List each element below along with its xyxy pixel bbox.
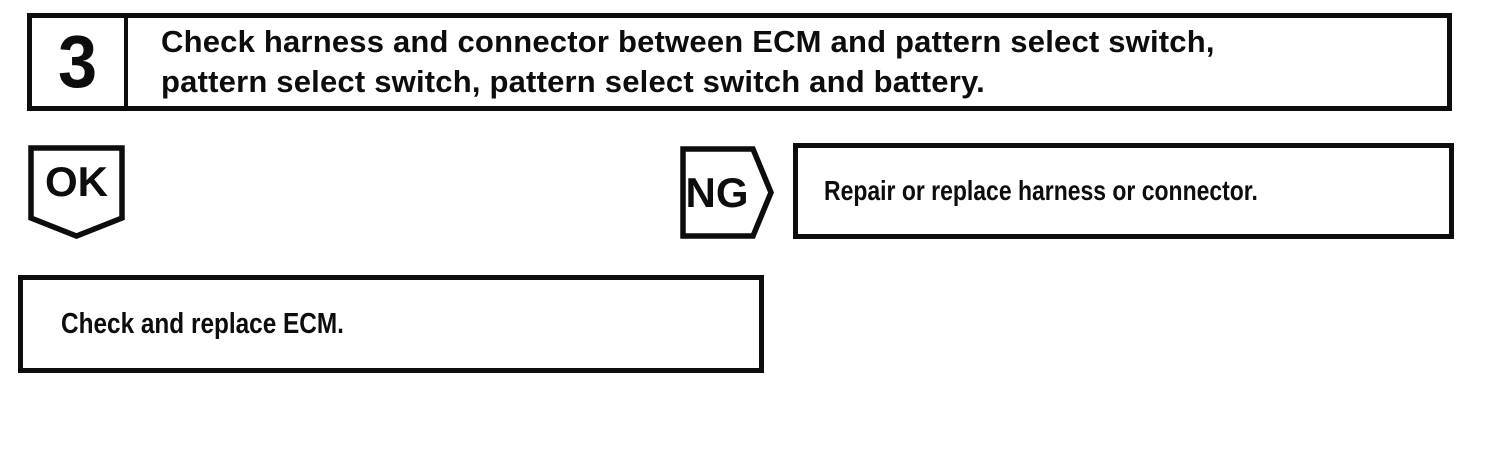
ng-label: NG <box>685 168 749 216</box>
ok-action-box: Check and replace ECM. <box>18 275 764 373</box>
ok-connector: OK <box>28 145 125 239</box>
ok-label: OK <box>45 158 108 205</box>
ng-action-text: Repair or replace harness or connector. <box>824 175 1258 206</box>
step-number: 3 <box>58 20 98 103</box>
ok-pentagon-down-icon <box>28 145 125 239</box>
ng-pentagon-right-icon <box>680 146 774 239</box>
ng-action-box: Repair or replace harness or connector. <box>793 143 1454 239</box>
step-instruction-line-1: Check harness and connector between ECM … <box>161 24 1215 59</box>
ok-action-text: Check and replace ECM. <box>61 307 344 340</box>
step-instruction: Check harness and connector between ECM … <box>128 18 1447 106</box>
step-instruction-line-2: pattern select switch, pattern select sw… <box>161 64 985 99</box>
step-number-cell: 3 <box>32 18 128 106</box>
ng-connector: NG <box>680 146 774 239</box>
step-box: 3 Check harness and connector between EC… <box>27 13 1452 111</box>
